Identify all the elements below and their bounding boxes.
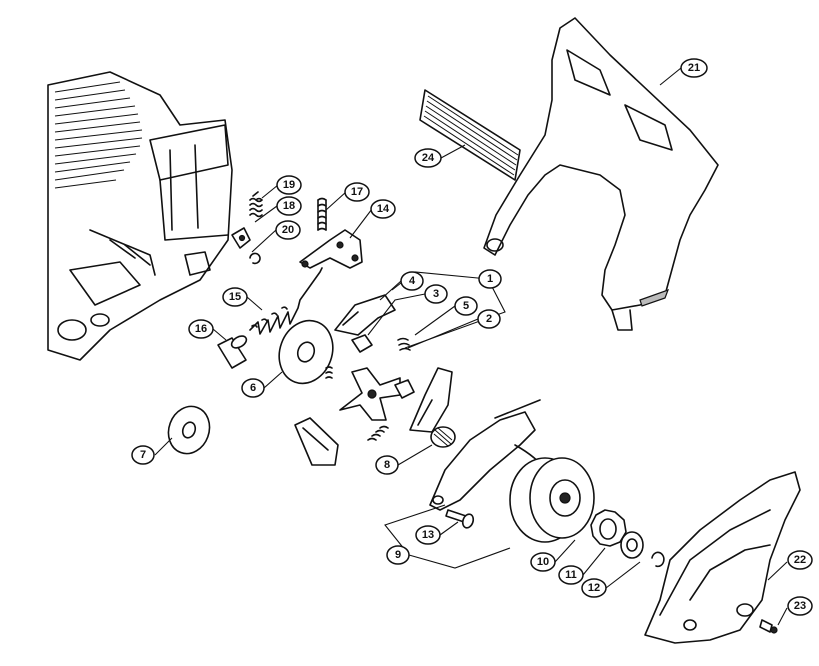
callout-label: 19	[283, 179, 295, 191]
callout-label: 7	[140, 449, 146, 461]
callout-label: 11	[565, 569, 577, 581]
spring-part-15	[249, 267, 323, 335]
callout-label: 8	[384, 459, 390, 471]
spring-part-19	[249, 191, 263, 218]
leader-lines	[154, 67, 788, 626]
callout-13: 13	[415, 525, 441, 545]
callout-label: 10	[537, 556, 549, 568]
callout-label: 24	[422, 152, 435, 164]
callout-7: 7	[131, 445, 155, 465]
callout-label: 23	[794, 600, 806, 612]
screw-part-23	[759, 619, 778, 634]
lever-part-18	[231, 227, 251, 249]
clutch-carrier	[339, 367, 401, 421]
callout-3: 3	[424, 284, 448, 304]
segment-part-3	[351, 334, 415, 399]
washer-part-7	[167, 405, 211, 455]
callout-1: 1	[478, 269, 502, 289]
callout-20: 20	[275, 220, 301, 240]
screw-part-13	[445, 509, 475, 529]
callout-4: 4	[400, 271, 424, 291]
callout-24: 24	[414, 148, 442, 168]
callout-23: 23	[787, 596, 813, 616]
callout-19: 19	[276, 175, 302, 195]
circlip-small	[651, 551, 665, 568]
callout-label: 12	[588, 582, 600, 594]
callout-6: 6	[241, 378, 265, 398]
callout-label: 6	[250, 382, 256, 394]
spring-lower	[367, 425, 389, 441]
washer-part-12	[620, 531, 644, 559]
callout-label: 15	[229, 291, 241, 303]
label-part-24	[419, 89, 521, 181]
clutch-shoe-lower	[294, 417, 339, 466]
callout-label: 14	[377, 203, 390, 215]
clutch-shoe-part-4	[334, 294, 396, 336]
needle-cage-part-8	[430, 426, 456, 448]
callout-label: 5	[463, 300, 469, 312]
callout-11: 11	[558, 565, 584, 585]
callout-16: 16	[188, 319, 214, 339]
callout-2: 2	[477, 309, 501, 329]
hand-guard-part-21	[483, 17, 719, 331]
callout-8: 8	[375, 455, 399, 475]
circlip-part-20	[249, 252, 261, 265]
callout-15: 15	[222, 287, 248, 307]
callout-label: 1	[487, 273, 493, 285]
callout-21: 21	[680, 58, 708, 78]
callout-label: 16	[195, 323, 207, 335]
spring-left	[325, 366, 333, 379]
clutch-drum-part-10	[509, 457, 595, 543]
sleeve-part-16	[217, 335, 248, 369]
callout-18: 18	[276, 196, 302, 216]
washer-part-6	[278, 319, 334, 385]
callout-5: 5	[454, 296, 478, 316]
callout-label: 17	[351, 186, 363, 198]
spring-part-17	[317, 197, 327, 231]
callout-14: 14	[370, 199, 396, 219]
callout-label: 3	[433, 288, 439, 300]
callout-17: 17	[344, 182, 370, 202]
callout-label: 22	[794, 554, 806, 566]
spring-part-2	[397, 337, 411, 351]
sprocket-cover-part-22	[644, 471, 801, 644]
callout-label: 4	[409, 275, 416, 287]
callout-12: 12	[581, 578, 607, 598]
callout-label: 13	[422, 529, 434, 541]
clutch-shoe-right	[409, 367, 453, 433]
callout-9: 9	[386, 545, 410, 565]
callout-10: 10	[530, 552, 556, 572]
lever-part-14	[299, 229, 363, 269]
callout-label: 2	[486, 313, 492, 325]
engine-housing	[47, 71, 233, 361]
callout-label: 9	[395, 549, 401, 561]
callout-label: 18	[283, 200, 295, 212]
sprocket-part-11	[590, 509, 627, 547]
callout-label: 21	[688, 62, 700, 74]
callout-label: 20	[282, 224, 294, 236]
callout-22: 22	[787, 550, 813, 570]
